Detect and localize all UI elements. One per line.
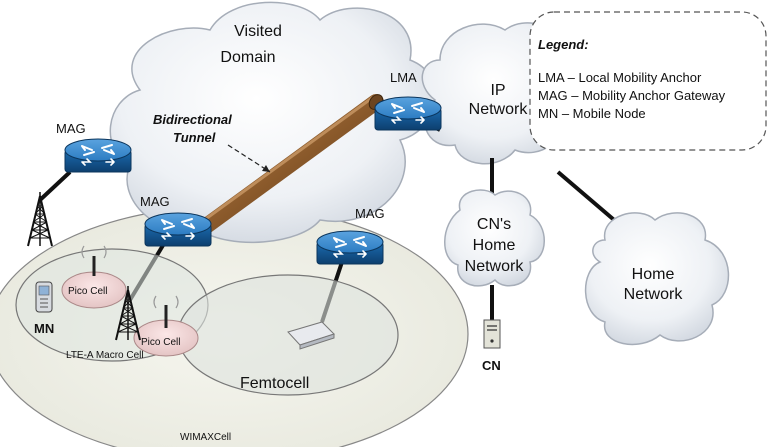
cell-tower-left-icon [27, 191, 53, 247]
server-icon [483, 319, 501, 349]
router-icon [374, 96, 442, 131]
ip-network-line2: Network [469, 101, 529, 118]
mn-label: MN [34, 321, 54, 336]
pico-antenna-1 [81, 245, 107, 276]
cn-home-line3: Network [465, 258, 525, 275]
router-lma-label: LMA [390, 70, 417, 85]
legend-item-mn: MN – Mobile Node [538, 106, 646, 121]
ip-network-line1: IP [490, 82, 505, 99]
mobile-phone-icon [35, 281, 53, 313]
pico-cell-2-label: Pico Cell [141, 337, 180, 348]
tunnel-pointer-arrowhead [262, 165, 270, 172]
legend-item-lma: LMA – Local Mobility Anchor [538, 70, 702, 85]
router-mag-left: MAG [56, 121, 132, 173]
router-mag-right-label: MAG [355, 206, 385, 221]
tunnel-label-line1: Bidirectional [153, 112, 232, 127]
tunnel-label-line2: Tunnel [173, 130, 216, 145]
lte-macro-cell-label: LTE-A Macro Cell [66, 350, 144, 361]
cn-home-line1: CN's [477, 216, 511, 233]
visited-domain-line2: Domain [220, 49, 275, 66]
wimax-cell-label: WIMAXCell [180, 432, 231, 443]
cn-label: CN [482, 358, 501, 373]
home-network-cloud: Home Network [584, 212, 730, 346]
mobile-node: MN [34, 281, 54, 336]
legend-title: Legend: [538, 37, 589, 52]
router-icon [316, 230, 384, 265]
femto-access-point-icon [287, 321, 335, 350]
router-mag-right: MAG [316, 206, 385, 265]
router-lma: LMA [374, 70, 442, 131]
router-mag-center-label: MAG [140, 194, 170, 209]
correspondent-node: CN [482, 319, 501, 373]
visited-domain-line1: Visited [234, 23, 282, 40]
cn-home-line2: Home [473, 237, 516, 254]
cn-home-network-cloud: CN's Home Network [444, 189, 545, 287]
router-mag-center: MAG [140, 194, 212, 247]
router-icon [144, 212, 212, 247]
femtocell-label: Femtocell [240, 375, 309, 392]
pico-antenna-2 [153, 295, 179, 328]
legend-box: Legend: LMA – Local Mobility Anchor MAG … [529, 11, 767, 151]
legend-item-mag: MAG – Mobility Anchor Gateway [538, 88, 726, 103]
tunnel-pointer-arrow [227, 144, 271, 173]
home-network-line2: Network [624, 286, 684, 303]
router-mag-left-label: MAG [56, 121, 86, 136]
router-icon [64, 138, 132, 173]
home-network-line1: Home [632, 266, 675, 283]
visited-domain-cloud: Visited Domain [109, 1, 437, 244]
pico-cell-1-label: Pico Cell [68, 286, 107, 297]
